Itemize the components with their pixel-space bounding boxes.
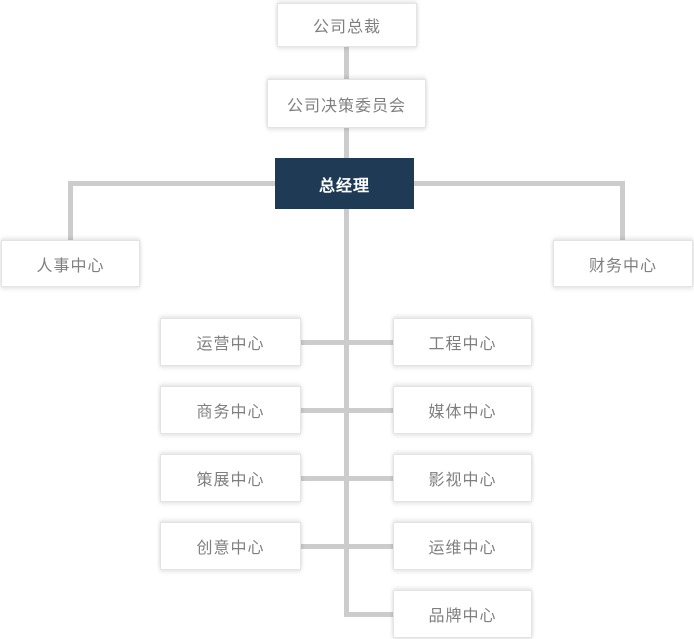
connector-gm-finance-vertical [620,181,625,240]
connector-president-committee [344,47,349,79]
connector-gm-hr-horizontal [68,181,275,186]
org-node-label: 公司决策委员会 [286,97,406,115]
org-node-label: 创意中心 [196,540,265,557]
org-node-label: 策展中心 [196,472,265,489]
org-node-label: 媒体中心 [428,404,497,421]
connector-row-business-media [301,408,393,413]
org-node-business-center[interactable]: 商务中心 [160,386,301,434]
org-node-finance-center[interactable]: 财务中心 [553,240,693,287]
org-node-engineering-center[interactable]: 工程中心 [393,318,532,366]
connector-row-operations-engineering [301,340,393,345]
connector-gm-trunk-vertical [344,209,349,617]
org-node-label: 品牌中心 [428,608,497,625]
org-node-label: 商务中心 [196,404,265,421]
org-node-label: 运维中心 [428,540,497,557]
connector-committee-general-manager [344,128,349,158]
org-node-brand-center[interactable]: 品牌中心 [393,590,532,638]
org-node-label: 财务中心 [588,257,657,275]
connector-gm-hr-vertical [68,181,73,240]
org-node-decision-committee[interactable]: 公司决策委员会 [267,79,426,128]
org-node-label: 运营中心 [196,336,265,353]
org-node-label: 工程中心 [428,336,497,353]
org-node-label: 人事中心 [36,257,105,275]
org-node-maintenance-center[interactable]: 运维中心 [393,522,532,570]
org-node-label: 影视中心 [428,472,497,489]
org-node-film-center[interactable]: 影视中心 [393,454,532,502]
org-node-hr-center[interactable]: 人事中心 [1,240,140,287]
org-node-creative-center[interactable]: 创意中心 [160,522,301,570]
org-node-curation-center[interactable]: 策展中心 [160,454,301,502]
org-node-operations-center[interactable]: 运营中心 [160,318,301,366]
connector-row-creative-maintenance [301,544,393,549]
org-node-media-center[interactable]: 媒体中心 [393,386,532,434]
org-node-label: 总经理 [318,177,370,195]
org-node-president[interactable]: 公司总裁 [277,3,417,47]
connector-row-curation-film [301,476,393,481]
org-node-label: 公司总裁 [312,19,381,36]
org-node-general-manager[interactable]: 总经理 [275,158,414,209]
connector-gm-finance-horizontal [414,181,625,186]
connector-trunk-brand-elbow [344,612,393,617]
